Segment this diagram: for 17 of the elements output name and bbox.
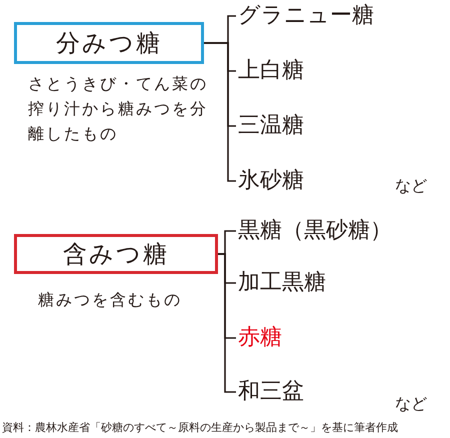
sugar-name: 赤糖 bbox=[238, 327, 282, 349]
sugar-name: 黒糖（黒砂糖） bbox=[238, 220, 392, 242]
tree-connector bbox=[204, 42, 236, 182]
description-text: さとうきび・てん菜の搾り汁から糖みつを分離したもの bbox=[28, 73, 209, 145]
category-box: 含みつ糖 bbox=[14, 234, 218, 274]
note-text: など bbox=[395, 396, 427, 412]
sugar-name: グラニュー糖 bbox=[238, 5, 374, 27]
sugar-name: 氷砂糖 bbox=[238, 170, 304, 192]
category-box: 分みつ糖 bbox=[14, 22, 204, 64]
description-text: 糖みつを含むもの bbox=[38, 289, 183, 311]
sugar-name: 和三盆 bbox=[238, 381, 304, 403]
sugar-name: 三温糖 bbox=[238, 115, 304, 137]
note-text: など bbox=[395, 178, 427, 194]
source-note: 資料：農林水産省「砂糖のすべて～原料の生産から製品まで～」を基に筆者作成 bbox=[2, 422, 398, 433]
sugar-name: 加工黒糖 bbox=[238, 272, 326, 294]
sugar-name: 上白糖 bbox=[238, 60, 304, 82]
tree-connector bbox=[218, 253, 236, 393]
